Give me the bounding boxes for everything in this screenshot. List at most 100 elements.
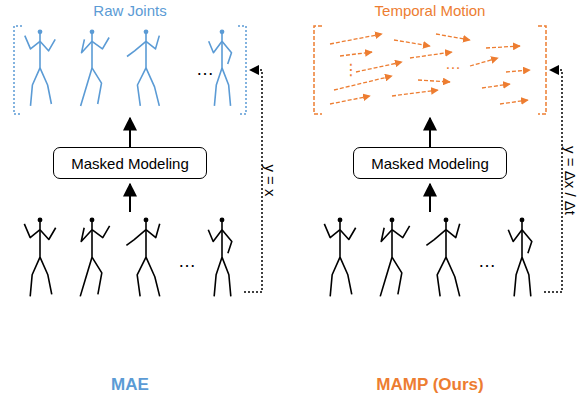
bracket <box>238 26 246 114</box>
bone <box>381 228 392 242</box>
bone <box>391 220 393 257</box>
bone <box>392 226 410 238</box>
bone <box>221 32 223 68</box>
motion-arrow <box>500 100 528 104</box>
bone <box>330 257 340 296</box>
motion-arrow <box>470 58 498 66</box>
bone <box>39 220 41 257</box>
motion-arrow <box>482 84 510 88</box>
bone <box>40 257 52 294</box>
joint <box>38 217 43 222</box>
bone <box>522 230 532 254</box>
ellipsis: … <box>178 252 196 270</box>
bone <box>146 68 159 106</box>
motion-arrow <box>418 80 450 82</box>
bone <box>24 224 40 238</box>
bone <box>324 224 340 238</box>
motion-arrow <box>356 62 402 72</box>
bone <box>92 257 102 294</box>
model-box: Masked Modeling <box>353 147 507 179</box>
bone <box>92 38 109 49</box>
bone <box>146 224 160 238</box>
bone <box>446 224 460 238</box>
joint <box>444 217 449 222</box>
input-arrow <box>129 184 131 212</box>
bone <box>145 220 147 257</box>
skeleton <box>25 29 55 105</box>
joint <box>220 217 225 222</box>
bone <box>40 39 55 50</box>
bone <box>92 68 102 104</box>
joint <box>220 29 225 34</box>
joint <box>90 217 95 222</box>
connector-arrow <box>429 118 431 147</box>
joint <box>390 217 395 222</box>
bone <box>92 226 110 238</box>
bone <box>145 32 147 68</box>
box-label: Masked Modeling <box>61 155 199 172</box>
skeleton <box>380 217 409 296</box>
joint <box>144 217 149 222</box>
ellipsis: … <box>445 56 461 72</box>
bone <box>39 32 41 68</box>
bone <box>126 230 146 246</box>
bone <box>340 228 356 240</box>
ellipsis: … <box>478 252 496 270</box>
bone <box>446 257 460 296</box>
bone <box>214 68 222 106</box>
bone <box>426 230 446 246</box>
model-box: Masked Modeling <box>53 147 207 179</box>
bracket <box>538 26 546 114</box>
bone <box>146 36 159 49</box>
motion-arrow <box>506 70 530 72</box>
bracket <box>14 26 22 114</box>
motion-arrow <box>334 76 392 90</box>
box-label: Masked Modeling <box>361 155 499 172</box>
bone <box>445 220 447 257</box>
motion-arrow <box>392 90 438 96</box>
motion-arrow <box>436 34 470 40</box>
bone <box>82 39 92 52</box>
joint <box>144 29 149 34</box>
input-arrow <box>429 184 431 212</box>
bone <box>40 228 56 240</box>
group-title: Raw Joints <box>14 2 246 19</box>
joint <box>90 29 95 34</box>
bone <box>209 41 222 52</box>
target-formula: y = x <box>262 164 277 196</box>
skeleton <box>426 217 459 296</box>
bone <box>437 257 446 296</box>
bone <box>91 32 93 68</box>
motion-arrow <box>486 46 520 48</box>
skeleton <box>208 217 232 296</box>
bone <box>214 257 222 296</box>
method-name: MAE <box>111 376 149 393</box>
bone <box>222 68 231 106</box>
bone <box>81 228 92 242</box>
bone <box>91 220 93 257</box>
motion-arrow <box>394 40 430 46</box>
bracket <box>314 26 322 114</box>
motion-arrow <box>330 96 370 104</box>
bone <box>380 257 392 296</box>
skeleton <box>81 29 110 105</box>
joint <box>38 29 43 34</box>
method-name: MAMP (Ours) <box>376 376 483 393</box>
bone <box>222 41 232 64</box>
group-title: Temporal Motion <box>314 2 546 19</box>
bone <box>208 230 222 242</box>
bone <box>514 257 522 296</box>
target-line <box>544 70 562 292</box>
bone <box>392 257 402 294</box>
bone <box>31 68 41 106</box>
bone <box>340 257 352 294</box>
motion-arrow <box>330 34 382 44</box>
ellipsis: … <box>196 60 214 78</box>
skeleton <box>127 29 159 105</box>
bone <box>339 220 341 257</box>
joint <box>520 217 525 222</box>
skeleton <box>324 217 355 296</box>
bone <box>40 68 51 104</box>
